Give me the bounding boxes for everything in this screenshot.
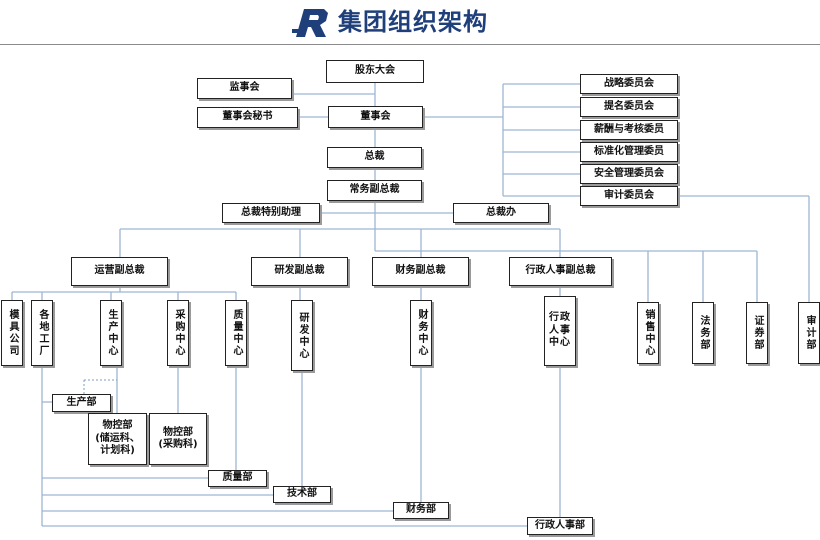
node-shengchan-zhongxin: 生产中心 [100, 300, 122, 366]
node-dongshihui-mishu: 董事会秘书 [197, 107, 298, 128]
node-caiwu-zhongxin: 财务中心 [410, 300, 432, 366]
node-anquan-weiyuanhui: 安全管理委员会 [580, 164, 678, 184]
node-jishu-bu: 技术部 [273, 486, 331, 503]
node-wukong-caigou: 物控部 (采购科) [149, 413, 207, 465]
node-xiaoshou-zhongxin: 销售中心 [637, 302, 659, 364]
node-dongshihui: 董事会 [328, 106, 423, 128]
node-yanfa-fuzongcai: 研发副总裁 [251, 257, 348, 286]
node-gudong-dahui: 股东大会 [326, 60, 424, 83]
node-zhiliang-zhongxin: 质量中心 [225, 300, 247, 366]
node-yanfa-zhongxin: 研发中心 [291, 300, 313, 371]
node-zhiliang-bu: 质量部 [208, 470, 267, 487]
node-biaozhunhua-weiyuanhui: 标准化管理委员 [580, 142, 678, 162]
node-timing-weiyuanhui: 提名委员会 [580, 97, 678, 117]
page-title: 集团组织架构 [338, 8, 488, 36]
node-yunying-fuzongcai: 运营副总裁 [71, 257, 168, 286]
node-caigou-zhongxin: 采购中心 [167, 300, 189, 366]
node-zongcai: 总裁 [327, 147, 422, 168]
node-shengchan-bu: 生产部 [52, 394, 111, 412]
node-fawu-bu: 法务部 [692, 302, 714, 364]
node-xingzheng-fuzongcai: 行政人事副总裁 [509, 257, 612, 286]
node-wukong-chuyun-jihua: 物控部 (储运科、 计划科) [88, 413, 147, 465]
node-zhengquan-bu: 证券部 [746, 302, 768, 364]
header-divider [0, 44, 820, 45]
node-xingzheng-renshi-bu: 行政人事部 [527, 517, 593, 535]
node-shenji-weiyuanhui: 审计委员会 [580, 186, 678, 206]
node-zongcaiban: 总裁办 [453, 203, 549, 223]
r-letter-logo-icon [292, 9, 328, 37]
node-caiwu-fuzongcai: 财务副总裁 [372, 257, 469, 286]
node-xinchou-weiyuanhui: 薪酬与考核委员 [580, 120, 678, 140]
node-caiwu-bu: 财务部 [393, 502, 449, 519]
page-header: 集团组织架构 [0, 0, 820, 46]
node-gedi-gongchang: 各地工厂 [31, 300, 53, 366]
node-zongcai-tebie-zhuli: 总裁特别助理 [222, 203, 320, 223]
node-jianshihui: 监事会 [197, 78, 292, 99]
node-zhanlue-weiyuanhui: 战略委员会 [580, 74, 678, 94]
node-shenji-bu: 审计部 [798, 302, 820, 364]
node-changwu-fuzongcai: 常务副总裁 [327, 180, 422, 201]
node-moju-gongsi: 模具公司 [1, 300, 23, 366]
node-xingzheng-zhongxin: 行政人事中心 [544, 296, 576, 366]
